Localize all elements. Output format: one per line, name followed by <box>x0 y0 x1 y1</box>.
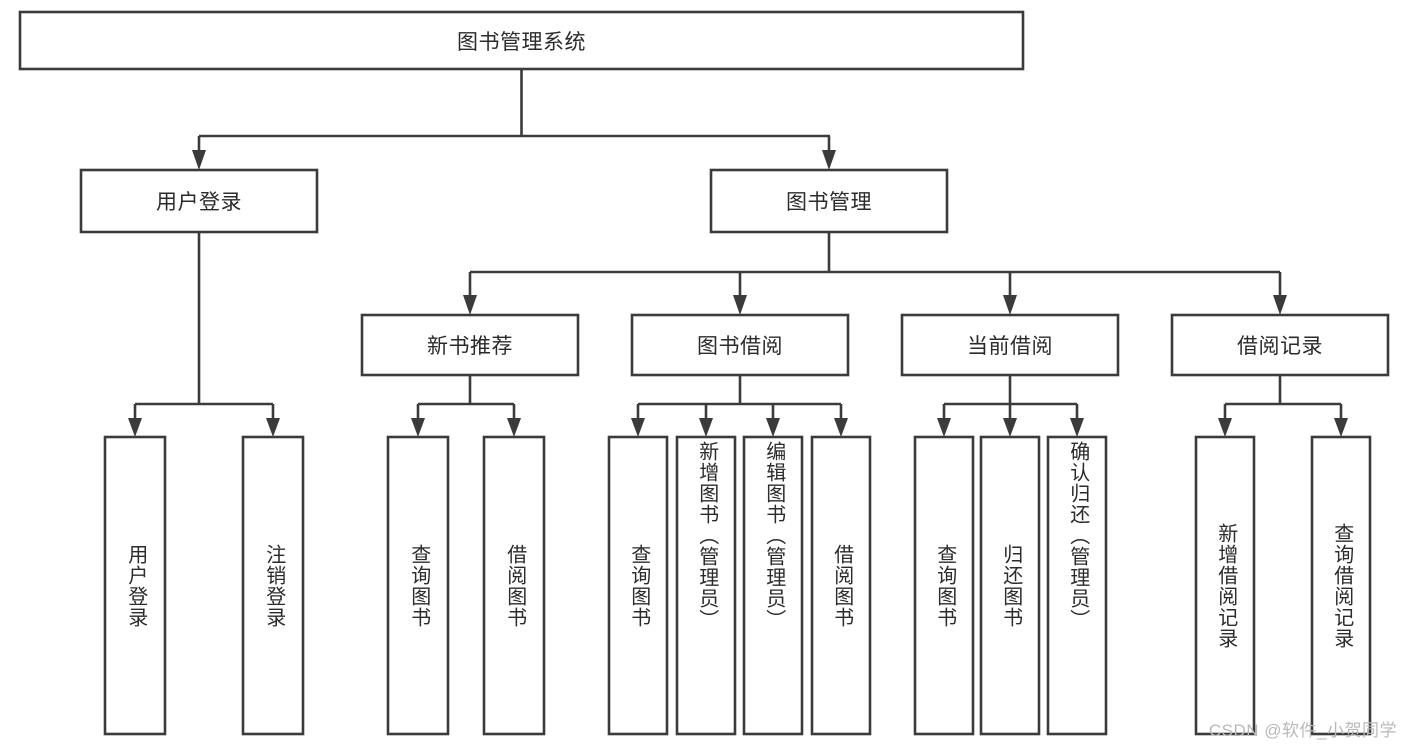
arrow-leaf-query-book-1 <box>411 418 425 437</box>
edges-bookmanage-to-level3 <box>463 232 1287 315</box>
arrow-new-book-recommend <box>463 295 477 315</box>
node-leaf-query-book-3-box[interactable] <box>913 435 975 736</box>
arrow-leaf-confirm-return <box>1070 418 1084 437</box>
arrow-book-manage <box>822 150 836 170</box>
arrow-borrow-record <box>1273 295 1287 315</box>
node-leaf-add-record-box[interactable] <box>1194 435 1256 736</box>
arrow-leaf-user-login <box>128 418 142 437</box>
node-leaf-query-book-1-box[interactable] <box>386 435 450 736</box>
arrow-book-borrow <box>733 295 747 315</box>
node-current-borrow-box[interactable] <box>900 313 1120 377</box>
arrow-user-login <box>192 150 206 170</box>
node-leaf-add-book-box[interactable] <box>675 435 737 736</box>
arrow-leaf-add-record <box>1218 418 1232 437</box>
node-leaf-edit-book-box[interactable] <box>742 435 804 736</box>
node-leaf-user-login-box[interactable] <box>103 435 167 736</box>
arrow-leaf-borrow-book-2 <box>834 418 848 437</box>
node-leaf-borrow-book-2-box[interactable] <box>810 435 872 736</box>
node-leaf-confirm-return-box[interactable] <box>1046 435 1108 736</box>
arrow-leaf-edit-book <box>766 418 780 437</box>
edges-root-to-level2 <box>192 69 836 170</box>
arrow-leaf-return-book <box>1003 418 1017 437</box>
node-root-box[interactable] <box>18 10 1025 71</box>
node-book-borrow-box[interactable] <box>630 313 850 377</box>
node-user-login-box[interactable] <box>79 168 319 234</box>
node-book-manage-box[interactable] <box>709 168 949 234</box>
node-leaf-user-logout-box[interactable] <box>241 435 305 736</box>
arrow-leaf-query-record <box>1334 418 1348 437</box>
edges-bookborrow-to-leaves <box>631 375 848 437</box>
arrow-leaf-user-logout <box>266 418 280 437</box>
edges-borrowrecord-to-leaves <box>1218 375 1348 437</box>
edges-currentborrow-to-leaves <box>937 375 1084 437</box>
arrow-leaf-query-book-2 <box>631 418 645 437</box>
arrow-leaf-add-book <box>699 418 713 437</box>
node-leaf-return-book-box[interactable] <box>979 435 1041 736</box>
node-leaf-query-record-box[interactable] <box>1310 435 1372 736</box>
edges-userlogin-to-leaves <box>128 232 280 437</box>
arrow-current-borrow <box>1003 295 1017 315</box>
node-new-book-recommend-box[interactable] <box>360 313 580 377</box>
node-borrow-record-box[interactable] <box>1170 313 1390 377</box>
arrow-leaf-borrow-book-1 <box>507 418 521 437</box>
node-leaf-borrow-book-1-box[interactable] <box>482 435 546 736</box>
node-leaf-query-book-2-box[interactable] <box>607 435 669 736</box>
arrow-leaf-query-book-3 <box>937 418 951 437</box>
edges-newbook-to-leaves <box>411 375 521 437</box>
